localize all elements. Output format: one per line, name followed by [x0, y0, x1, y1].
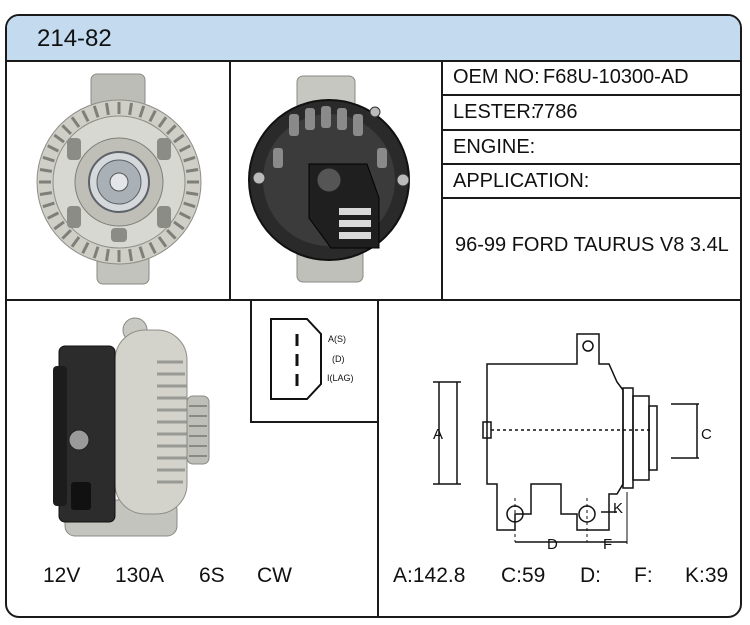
title-bar: 214-82 — [7, 16, 740, 62]
application-value: 96-99 FORD TAURUS V8 3.4L — [455, 234, 729, 256]
divider — [250, 421, 378, 423]
alternator-front-photo — [36, 73, 202, 285]
alternator-side-photo — [53, 317, 210, 537]
spec-voltage: 12V — [43, 564, 81, 587]
dimension-drawing — [433, 333, 699, 544]
lester-label: LESTER: — [453, 101, 537, 123]
product-card: 214-82 OEM NO: F68U-10300-AD LESTER: 778… — [5, 14, 742, 618]
application-label: APPLICATION: — [453, 170, 590, 192]
dim-a-value: A:142.8 — [393, 564, 466, 587]
oem-label: OEM NO: — [453, 66, 540, 88]
engine-label: ENGINE: — [453, 136, 536, 158]
alternator-rear-photo — [248, 75, 410, 283]
spec-rotation: CW — [257, 564, 292, 587]
divider — [441, 197, 740, 199]
connector-pin-d: (D) — [332, 354, 345, 364]
spec-pulley: 6S — [199, 564, 225, 587]
connector-pin-i: I(LAG) — [327, 373, 354, 383]
connector-pin-a: A(S) — [328, 334, 346, 344]
dim-f-value: F: — [634, 564, 653, 587]
divider — [377, 299, 379, 616]
divider — [441, 163, 740, 165]
dim-k-value: K:39 — [685, 564, 729, 587]
dim-d-value: D: — [580, 564, 601, 587]
dim-label-f: F — [603, 536, 613, 553]
divider — [441, 60, 443, 300]
oem-value: F68U-10300-AD — [543, 66, 689, 88]
divider — [250, 299, 252, 422]
lester-value: 7786 — [533, 101, 578, 123]
dim-label-k: K — [613, 500, 624, 517]
divider — [441, 129, 740, 131]
connector-diagram — [270, 318, 322, 400]
dim-label-d: D — [547, 536, 558, 553]
dim-c-value: C:59 — [501, 564, 546, 587]
spec-amperage: 130A — [115, 564, 165, 587]
divider — [441, 94, 740, 96]
dim-label-a: A — [433, 426, 444, 443]
divider — [7, 299, 740, 301]
divider — [229, 60, 231, 300]
part-number: 214-82 — [37, 25, 112, 52]
dim-label-c: C — [701, 426, 712, 443]
